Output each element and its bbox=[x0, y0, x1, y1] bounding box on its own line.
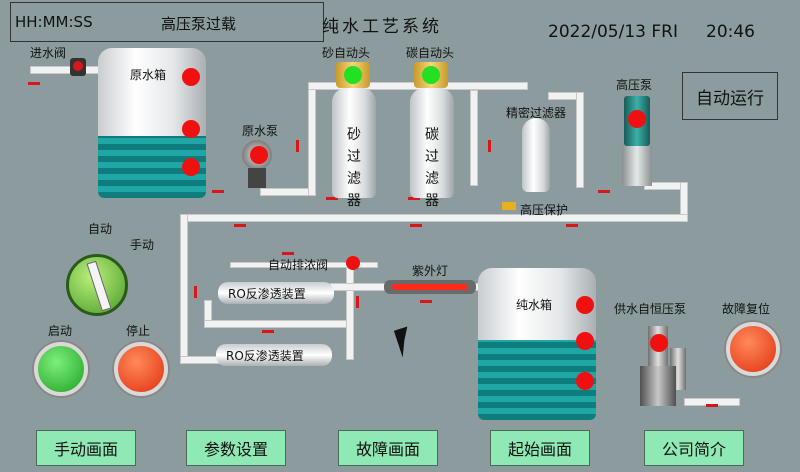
nav-parameter-settings-button[interactable]: 参数设置 bbox=[186, 430, 286, 466]
precision-filter bbox=[522, 118, 550, 192]
precision-filter-label: 精密过滤器 bbox=[506, 106, 567, 120]
alarm-text: 高压泵过载 bbox=[161, 15, 237, 33]
fault-reset-button[interactable] bbox=[726, 322, 780, 376]
flow-arrow bbox=[28, 82, 40, 85]
uv-lamp-label: 紫外灯 bbox=[412, 264, 449, 278]
clock-display: 20:46 bbox=[706, 22, 755, 42]
flow-arrow bbox=[410, 224, 422, 227]
supply-pump-icon[interactable] bbox=[640, 326, 690, 410]
stop-label: 停止 bbox=[126, 324, 151, 338]
pipe-to-highpump bbox=[576, 92, 584, 188]
sand-head-status bbox=[344, 66, 362, 84]
nav-start-screen-button[interactable]: 起始画面 bbox=[490, 430, 590, 466]
start-button[interactable] bbox=[34, 342, 88, 396]
carbon-head-status bbox=[422, 66, 440, 84]
raw-pump-icon[interactable] bbox=[236, 140, 278, 190]
pipe-riser-1 bbox=[308, 82, 316, 196]
date-display: 2022/05/13 FRI bbox=[548, 22, 678, 42]
flow-arrow bbox=[706, 404, 718, 407]
carbon-filter-label: 碳过滤器 bbox=[425, 127, 439, 209]
pure-tank-mid-level-indicator bbox=[576, 332, 594, 350]
mode-selector-switch[interactable] bbox=[66, 254, 128, 316]
pure-tank-low-level-indicator bbox=[576, 372, 594, 390]
raw-pump-status bbox=[250, 146, 268, 164]
pipe-to-ro2 bbox=[180, 356, 220, 364]
time-format-text: HH:MM:SS bbox=[15, 13, 93, 31]
flow-arrow bbox=[262, 330, 274, 333]
high-pump-status bbox=[628, 110, 646, 128]
stop-button[interactable] bbox=[114, 342, 168, 396]
pipe-inlet bbox=[30, 66, 100, 74]
flow-arrow bbox=[408, 197, 420, 200]
sand-filter: 砂过滤器 bbox=[332, 88, 376, 209]
uv-lamp-icon bbox=[384, 280, 476, 294]
nav-fault-screen-button[interactable]: 故障画面 bbox=[338, 430, 438, 466]
carbon-head-label: 碳自动头 bbox=[406, 46, 455, 60]
pure-tank-high-level-indicator bbox=[576, 296, 594, 314]
start-label: 启动 bbox=[48, 324, 73, 338]
raw-tank-label: 原水箱 bbox=[130, 68, 167, 82]
carbon-filter: 碳过滤器 bbox=[410, 88, 454, 209]
ro-unit-2: RO反渗透装置 bbox=[216, 344, 332, 366]
header-status-box: HH:MM:SS 高压泵过载 bbox=[10, 2, 324, 42]
flow-arrow bbox=[488, 140, 491, 152]
supply-pump-status bbox=[650, 334, 668, 352]
sand-head-label: 砂自动头 bbox=[322, 46, 371, 60]
page-title: 纯水工艺系统 bbox=[322, 17, 442, 37]
pressure-switch-icon bbox=[502, 202, 516, 210]
inlet-valve-label: 进水阀 bbox=[30, 46, 67, 60]
drain-valve-status[interactable] bbox=[346, 256, 360, 270]
ro-unit-1-label: RO反渗透装置 bbox=[228, 286, 306, 301]
nav-manual-screen-button[interactable]: 手动画面 bbox=[36, 430, 136, 466]
flow-arrow bbox=[212, 190, 224, 193]
pipe-left-down bbox=[180, 214, 188, 364]
raw-pump-label: 原水泵 bbox=[242, 124, 279, 138]
pipe-drain bbox=[230, 262, 378, 268]
manual-mode-label: 手动 bbox=[130, 238, 155, 252]
flow-arrow bbox=[296, 140, 299, 152]
auto-mode-label: 自动 bbox=[88, 222, 113, 236]
pipe-ro-right bbox=[346, 264, 354, 360]
pipe-ro-bottom-link bbox=[204, 320, 354, 328]
high-pressure-protect-label: 高压保护 bbox=[520, 203, 569, 217]
flow-arrow bbox=[566, 224, 578, 227]
raw-tank-high-level-indicator bbox=[182, 68, 200, 86]
ro-unit-1: RO反渗透装置 bbox=[218, 282, 334, 304]
flow-arrow bbox=[598, 190, 610, 193]
nav-company-intro-button[interactable]: 公司简介 bbox=[644, 430, 744, 466]
supply-pump-label: 供水自恒压泵 bbox=[614, 302, 687, 316]
raw-tank-mid-level-indicator bbox=[182, 120, 200, 138]
run-mode-indicator: 自动运行 bbox=[682, 72, 778, 120]
flow-arrow bbox=[420, 300, 432, 303]
flow-arrow bbox=[326, 197, 338, 200]
inlet-valve-icon[interactable] bbox=[70, 58, 86, 76]
pipe-to-precision bbox=[470, 90, 478, 186]
high-pressure-pump-icon[interactable] bbox=[622, 96, 652, 192]
sand-filter-label: 砂过滤器 bbox=[347, 127, 361, 209]
ro-unit-2-label: RO反渗透装置 bbox=[226, 348, 304, 363]
pure-tank-label: 纯水箱 bbox=[516, 298, 553, 312]
raw-tank-low-level-indicator bbox=[182, 158, 200, 176]
fault-reset-label: 故障复位 bbox=[722, 302, 771, 316]
pipe-to-uv bbox=[330, 283, 390, 291]
flow-arrow bbox=[356, 296, 359, 308]
mouse-cursor bbox=[394, 326, 416, 358]
flow-arrow bbox=[282, 252, 294, 255]
pipe-return-run bbox=[180, 214, 688, 222]
drain-valve-label: 自动排浓阀 bbox=[268, 258, 329, 272]
flow-arrow bbox=[194, 286, 197, 298]
high-pump-label: 高压泵 bbox=[616, 78, 653, 92]
flow-arrow bbox=[234, 224, 246, 227]
